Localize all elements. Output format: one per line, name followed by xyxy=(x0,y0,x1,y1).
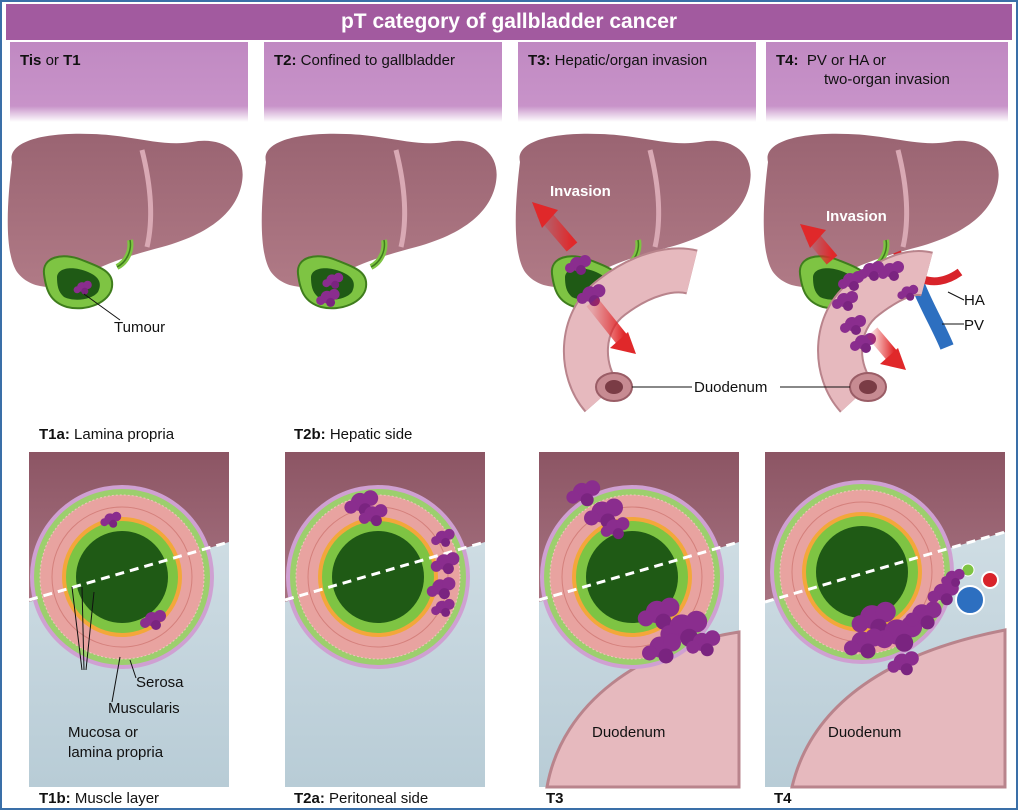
mucosa-label: Mucosa or xyxy=(68,724,139,741)
caption-code: T1b: xyxy=(39,790,71,807)
panel-t3-cross-section xyxy=(538,452,741,789)
figure-title: pT category of gallbladder cancer xyxy=(6,4,1012,40)
muscularis-label: Muscularis xyxy=(108,700,180,717)
header-code: T4: xyxy=(776,52,799,69)
tumour-leader xyxy=(83,293,121,321)
liver-tis-t1 xyxy=(8,134,243,309)
header-text: PV or HA or xyxy=(798,52,887,69)
duodenum-label-t4: Duodenum xyxy=(828,724,902,741)
pv-label: PV xyxy=(964,317,985,334)
caption-t3: T3 xyxy=(546,790,564,807)
tumour-label: Tumour xyxy=(114,319,166,336)
header-t2: T2: Confined to gallbladder xyxy=(264,42,502,122)
serosa-label: Serosa xyxy=(136,674,184,691)
caption-text: Peritoneal side xyxy=(324,790,429,807)
header-text: or xyxy=(41,52,64,69)
header-t4: T4: PV or HA or two-organ invasion xyxy=(766,42,1008,122)
caption-text: Muscle layer xyxy=(70,790,160,807)
header-code: T3: xyxy=(528,52,551,69)
header-tis-t1: Tis or T1 xyxy=(10,42,248,122)
arrow-head xyxy=(800,224,826,248)
liver-t2 xyxy=(262,134,497,309)
header-t3: T3: Hepatic/organ invasion xyxy=(518,42,756,122)
header-code: Tis xyxy=(20,52,42,69)
panel-t4-cross-section xyxy=(764,452,1007,789)
header-text: Hepatic/organ invasion xyxy=(550,52,708,69)
invasion-label-t3: Invasion xyxy=(550,183,611,200)
caption-code: T2a: xyxy=(294,790,325,807)
panel-t2-cross-section xyxy=(284,452,486,787)
caption-t2a: T2a: Peritoneal side xyxy=(294,790,428,807)
ha-leader xyxy=(947,291,965,301)
caption-code: T4 xyxy=(774,790,792,807)
caption-t2b: T2b: Hepatic side xyxy=(294,426,412,443)
invasion-arrow-down xyxy=(866,327,900,363)
caption-code: T1a: xyxy=(39,426,70,443)
duodenum-label-t3: Duodenum xyxy=(592,724,666,741)
header-text: Confined to gallbladder xyxy=(296,52,455,69)
mucosa-label-2: lamina propria xyxy=(68,744,164,761)
caption-t1b: T1b: Muscle layer xyxy=(39,790,159,807)
caption-code: T2b: xyxy=(294,426,326,443)
arrow-head xyxy=(532,202,558,228)
duodenum-t3 xyxy=(563,247,698,413)
caption-t4: T4 xyxy=(774,790,792,807)
caption-text: Hepatic side xyxy=(325,426,413,443)
caption-t1a: T1a: Lamina propria xyxy=(39,426,174,443)
header-text-2: two-organ invasion xyxy=(824,71,950,88)
duodenum-label-top: Duodenum xyxy=(694,379,768,396)
caption-code: T3 xyxy=(546,790,564,807)
duodenum-t4 xyxy=(817,249,933,413)
header-code-2: T1 xyxy=(63,52,81,69)
invasion-label-t4: Invasion xyxy=(826,208,887,225)
header-code: T2: xyxy=(274,52,297,69)
arrow-head xyxy=(610,332,636,354)
panel-t1-cross-section xyxy=(28,452,230,787)
arrow-head xyxy=(880,348,906,370)
caption-text: Lamina propria xyxy=(69,426,175,443)
ha-label: HA xyxy=(964,292,985,309)
invasion-arrow-down xyxy=(586,297,630,347)
